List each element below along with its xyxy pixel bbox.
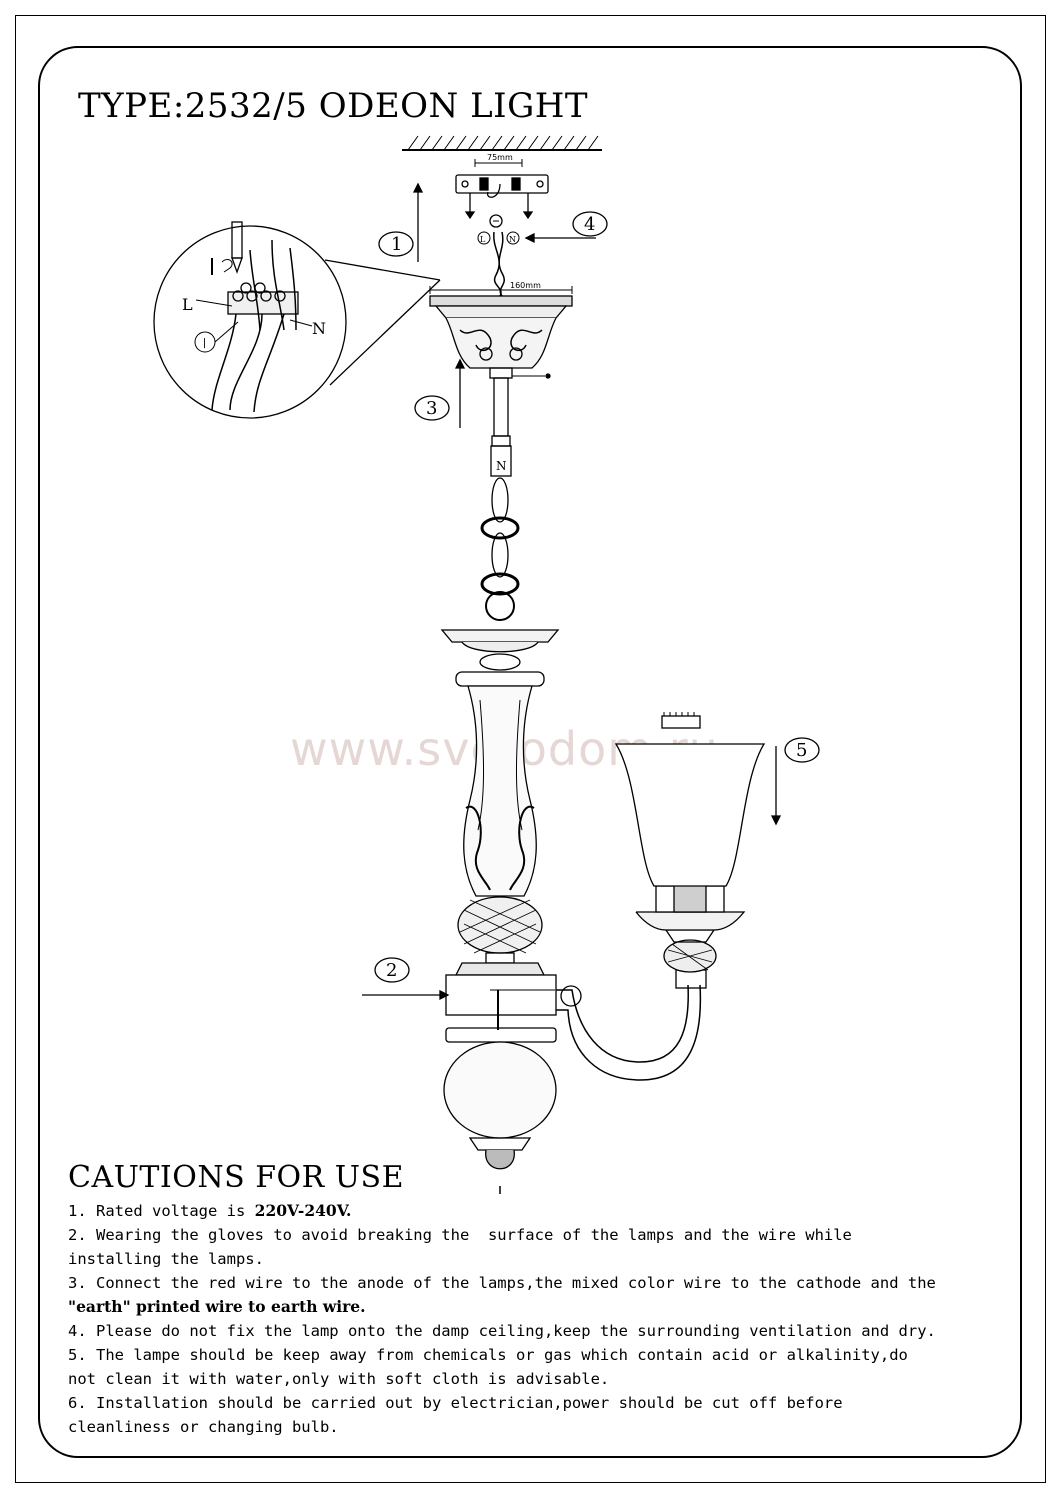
- svg-text:4: 4: [584, 214, 595, 235]
- caution-item-5: 5. The lampe should be keep away from ch…: [68, 1346, 908, 1388]
- page-title: TYPE:2532/5 ODEON LIGHT: [78, 86, 589, 126]
- chandelier-body: [440, 629, 560, 1194]
- earth-symbol: 丨: [199, 337, 210, 350]
- callout-2: 2: [362, 957, 450, 1001]
- svg-text:2: 2: [386, 960, 397, 981]
- wire-label-n-small: N: [509, 235, 516, 244]
- wire-label-n: N: [312, 319, 326, 338]
- svg-text:N: N: [496, 459, 507, 473]
- callout-1: 1: [378, 182, 424, 262]
- caution-item-1: 1. Rated voltage is 220V-240V.: [68, 1201, 352, 1220]
- caution-item-4: 4. Please do not fix the lamp onto the d…: [68, 1322, 936, 1340]
- svg-text:5: 5: [796, 740, 807, 761]
- mounting-bracket: 75mm: [455, 153, 549, 228]
- wire-label-l-small: L: [480, 235, 486, 244]
- caution-item-6: 6. Installation should be carried out by…: [68, 1394, 843, 1436]
- caution-item-2: 2. Wearing the gloves to avoid breaking …: [68, 1226, 852, 1268]
- connector-detail: L N 丨: [153, 221, 441, 419]
- cautions-section: CAUTIONS FOR USE 1. Rated voltage is 220…: [68, 1160, 1008, 1439]
- lamp-arm: [556, 712, 766, 1081]
- callout-3: 3: [414, 358, 466, 428]
- rod-and-chain: N: [480, 377, 520, 621]
- svg-text:3: 3: [426, 398, 437, 419]
- canopy-width-label: 160mm: [510, 281, 541, 290]
- caution-item-3: 3. Connect the red wire to the anode of …: [68, 1274, 936, 1316]
- inner-frame: [38, 46, 1022, 1458]
- callout-5: 5: [770, 737, 820, 826]
- outer-frame: [15, 15, 1046, 1483]
- cautions-heading: CAUTIONS FOR USE: [68, 1160, 404, 1195]
- callout-4: 4: [524, 211, 608, 244]
- canopy: 160mm: [429, 281, 573, 379]
- svg-text:1: 1: [391, 234, 402, 255]
- bracket-width-label: 75mm: [487, 153, 513, 162]
- ceiling-hatch: [402, 135, 602, 151]
- wire-label-l: L: [182, 295, 193, 314]
